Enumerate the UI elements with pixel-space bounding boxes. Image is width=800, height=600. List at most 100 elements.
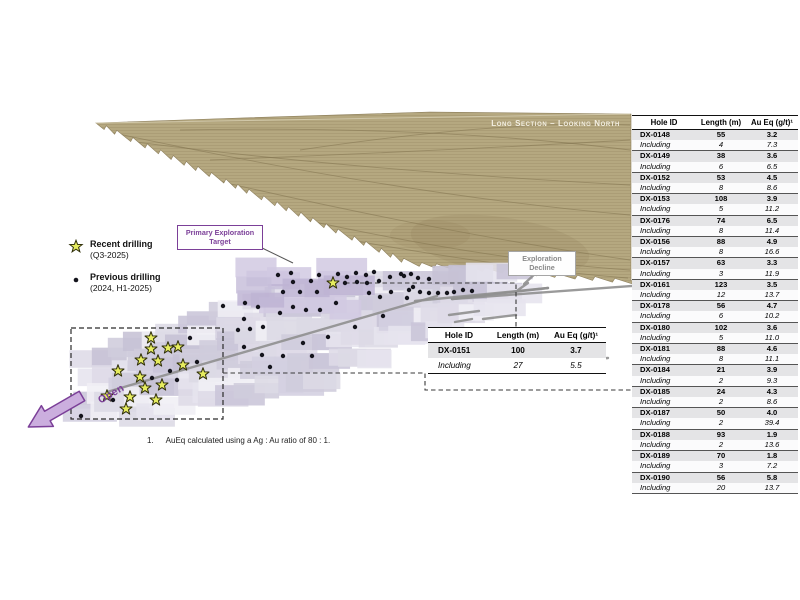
hole-id-cell: DX-0185 <box>632 386 696 398</box>
hole-id-cell: Including <box>632 439 696 452</box>
previous-drill-point <box>366 290 372 296</box>
previous-drill-point <box>408 271 414 277</box>
length-cell: 100 <box>490 342 546 358</box>
legend-item-recent: Recent drilling (Q3-2025) <box>68 239 161 260</box>
previous-drill-point <box>149 375 155 381</box>
hole-id-cell: DX-0188 <box>632 429 696 440</box>
recent-drill-star <box>100 389 114 402</box>
previous-drill-point <box>344 274 350 280</box>
recent-drilling-stars <box>100 276 340 415</box>
aueq-cell: 1.8 <box>746 450 798 462</box>
aueq-cell: 11.0 <box>746 332 798 345</box>
previous-drill-point <box>401 273 407 279</box>
previous-drill-point <box>308 278 314 284</box>
length-cell: 108 <box>696 193 746 205</box>
previous-drill-point <box>288 270 294 276</box>
length-header: Length (m) <box>696 115 746 130</box>
legend-recent-label: Recent drilling <box>90 239 153 249</box>
aueq-cell: 6.5 <box>746 161 798 173</box>
length-cell: 88 <box>696 343 746 355</box>
recent-drill-star <box>196 367 210 380</box>
recent-drill-star <box>144 342 158 355</box>
section-title: Long Section – Looking North <box>491 119 620 128</box>
hole-id-cell: Including <box>632 482 696 494</box>
hole-id-cell: DX-0152 <box>632 172 696 184</box>
previous-drill-point <box>404 295 410 301</box>
legend-item-previous: Previous drilling (2024, H1-2025) <box>68 272 161 293</box>
aueq-cell: 8.6 <box>746 397 798 409</box>
legend-recent-sublabel: (Q3-2025) <box>90 250 129 260</box>
hole-id-header: Hole ID <box>428 327 490 343</box>
aueq-cell: 4.7 <box>746 300 798 312</box>
aueq-cell: 11.4 <box>746 225 798 238</box>
previous-drill-point <box>469 288 475 294</box>
previous-drill-point <box>380 313 386 319</box>
length-cell: 8 <box>696 225 746 238</box>
recent-drill-star <box>134 353 148 366</box>
aueq-cell: 11.2 <box>746 204 798 216</box>
previous-drill-point <box>174 377 180 383</box>
leader-dashed-lines <box>70 245 631 420</box>
previous-drill-point <box>194 359 200 365</box>
aueq-cell: 3.3 <box>746 257 798 269</box>
aueq-cell: 4.5 <box>746 172 798 184</box>
hole-id-cell: Including <box>632 204 696 216</box>
length-cell: 55 <box>696 129 746 141</box>
aueq-cell: 11.1 <box>746 354 798 366</box>
previous-drill-point <box>235 327 241 333</box>
previous-drill-point <box>426 290 432 296</box>
aueq-cell: 3.6 <box>746 150 798 162</box>
previous-drill-point <box>376 278 382 284</box>
previous-drill-point <box>259 352 265 358</box>
aueq-cell: 6.5 <box>746 215 798 226</box>
recent-drill-star <box>138 381 152 394</box>
hole-id-cell: Including <box>632 183 696 195</box>
previous-drill-point <box>388 289 394 295</box>
previous-drill-point <box>280 289 286 295</box>
star-icon <box>68 239 84 253</box>
aueq-cell: 13.7 <box>746 482 798 494</box>
previous-drill-point <box>247 326 253 332</box>
length-cell: 63 <box>696 257 746 269</box>
aueq-cell: 16.6 <box>746 247 798 259</box>
previous-drill-point <box>267 364 273 370</box>
previous-drill-point <box>426 276 432 282</box>
previous-drill-point <box>78 413 84 419</box>
aueq-cell: 7.3 <box>746 140 798 152</box>
previous-drill-point <box>110 397 116 403</box>
length-cell: 8 <box>696 354 746 366</box>
previous-drill-point <box>364 280 370 286</box>
hole-id-cell: Including <box>632 461 696 473</box>
aueq-cell: 11.9 <box>746 268 798 280</box>
hole-id-cell: DX-0153 <box>632 193 696 205</box>
previous-drill-point <box>333 300 339 306</box>
legend-previous-sublabel: (2024, H1-2025) <box>90 283 152 293</box>
length-cell: 21 <box>696 364 746 376</box>
previous-drill-point <box>290 304 296 310</box>
aueq-cell: 3.9 <box>746 193 798 205</box>
previous-drill-point <box>275 272 281 278</box>
hole-id-cell: Including <box>632 397 696 409</box>
length-cell: 27 <box>490 358 546 374</box>
length-cell: 53 <box>696 172 746 184</box>
length-cell: 8 <box>696 247 746 259</box>
hole-id-header: Hole ID <box>632 115 696 130</box>
previous-drill-point <box>309 353 315 359</box>
previous-drill-point <box>303 307 309 313</box>
previous-drill-point <box>167 368 173 374</box>
hole-id-cell: Including <box>632 332 696 345</box>
